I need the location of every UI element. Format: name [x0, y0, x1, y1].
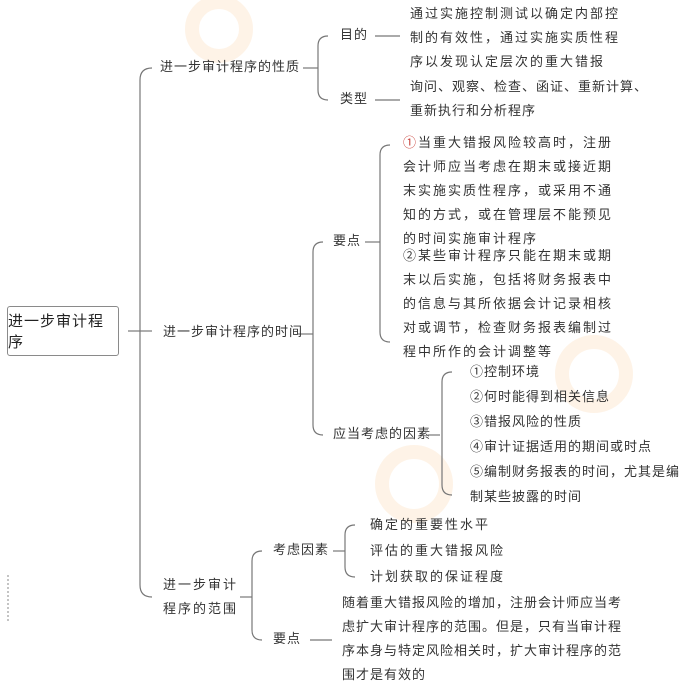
- consideration-item: 计划获取的保证程度: [370, 570, 506, 585]
- purpose-node: 目的: [340, 28, 369, 43]
- timing-factors-list: ①控制环境 ②何时能得到相关信息 ③错报风险的性质 ④审计证据适用的期间或时点 …: [470, 360, 700, 510]
- timing-key-points-node: 要点: [333, 234, 362, 249]
- extent-node: 进一步审计 程序的范围: [163, 578, 239, 617]
- extent-key-points-node: 要点: [273, 632, 302, 647]
- timing-key-point-2: ②某些审计程序只能在期末或期 末以后实施，包括将财务报表中 的信息与其所依据会计…: [403, 249, 614, 360]
- extent-considerations-node: 考虑因素: [273, 543, 330, 558]
- factor-item: 制某些披露的时间: [470, 490, 583, 505]
- marker-1: ①: [403, 136, 419, 151]
- factor-item: ②何时能得到相关信息: [470, 390, 611, 405]
- consideration-item: 评估的重大错报风险: [370, 544, 506, 559]
- type-node: 类型: [340, 92, 369, 107]
- purpose-text: 通过实施控制测试以确定内部控 制的有效性，通过实施实质性程 序以发现认定层次的重…: [410, 7, 621, 70]
- root-label: 进一步审计程序: [8, 312, 105, 351]
- timing-key-point-1: ①当重大错报风险较高时，注册 会计师应当考虑在期末或接近期 末实施实质性程序，或…: [403, 136, 614, 247]
- factor-item: ①控制环境: [470, 365, 541, 380]
- consideration-item: 确定的重要性水平: [370, 518, 491, 533]
- type-text: 询问、观察、检查、函证、重新计算、 重新执行和分析程序: [410, 80, 649, 119]
- factor-item: ⑤编制财务报表的时间，尤其是编: [470, 465, 681, 480]
- factor-item: ④审计证据适用的期间或时点: [470, 440, 653, 455]
- timing-node: 进一步审计程序的时间: [163, 325, 304, 340]
- timing-factors-node: 应当考虑的因素: [333, 427, 432, 442]
- nature-node: 进一步审计程序的性质: [160, 60, 301, 75]
- factor-item: ③错报风险的性质: [470, 415, 583, 430]
- root-node: 进一步审计程序: [7, 306, 119, 356]
- extent-considerations-list: 确定的重要性水平 评估的重大错报风险 计划获取的保证程度: [370, 513, 570, 591]
- extent-key-points-text: 随着重大错报风险的增加，注册会计师应当考 虑扩大审计程序的范围。但是，只有当审计…: [342, 596, 623, 683]
